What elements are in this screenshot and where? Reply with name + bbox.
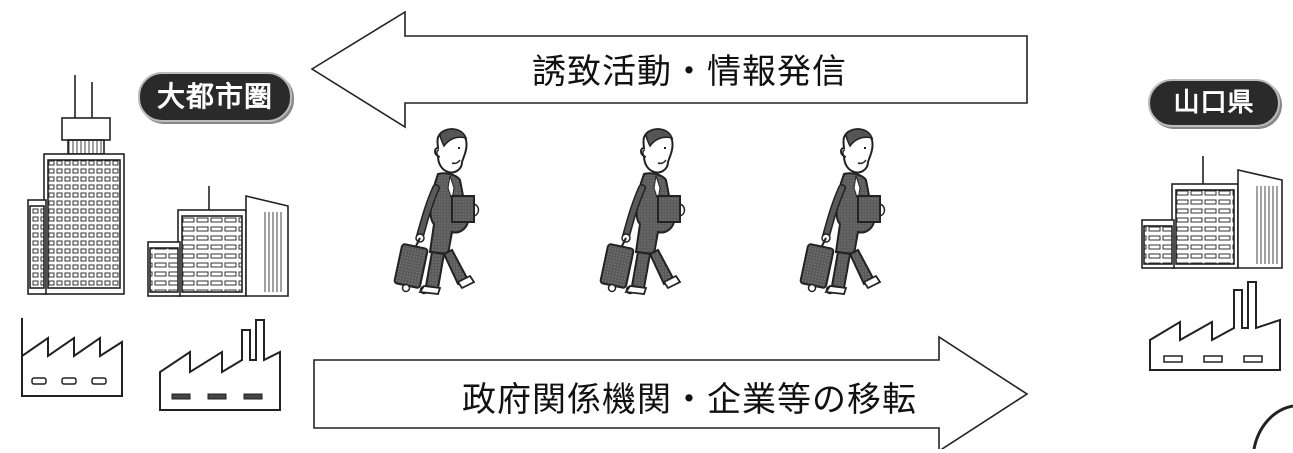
top-arrow-label: 誘致活動・情報発信 <box>532 52 847 92</box>
office-building-icon <box>147 186 289 297</box>
yamaguchi-prefecture-badge: 山口県 <box>1148 79 1280 127</box>
businessman-with-suitcase-icon <box>394 129 478 294</box>
office-building-icon <box>1141 156 1283 269</box>
factory-icon <box>159 319 281 411</box>
left-arrow-shape <box>310 10 1028 129</box>
skyscraper-icon <box>27 75 125 295</box>
factory-icon <box>1149 281 1281 371</box>
businessman-with-suitcase-icon <box>800 129 884 294</box>
bottom-arrow-label: 政府関係機関・企業等の移転 <box>462 380 917 420</box>
businessman-with-suitcase-icon <box>600 129 684 294</box>
factory-icon <box>21 318 123 397</box>
decorative-circle-fragment <box>1252 404 1293 450</box>
right-arrow-shape <box>313 335 1029 453</box>
metropolitan-area-badge: 大都市圏 <box>138 72 292 122</box>
